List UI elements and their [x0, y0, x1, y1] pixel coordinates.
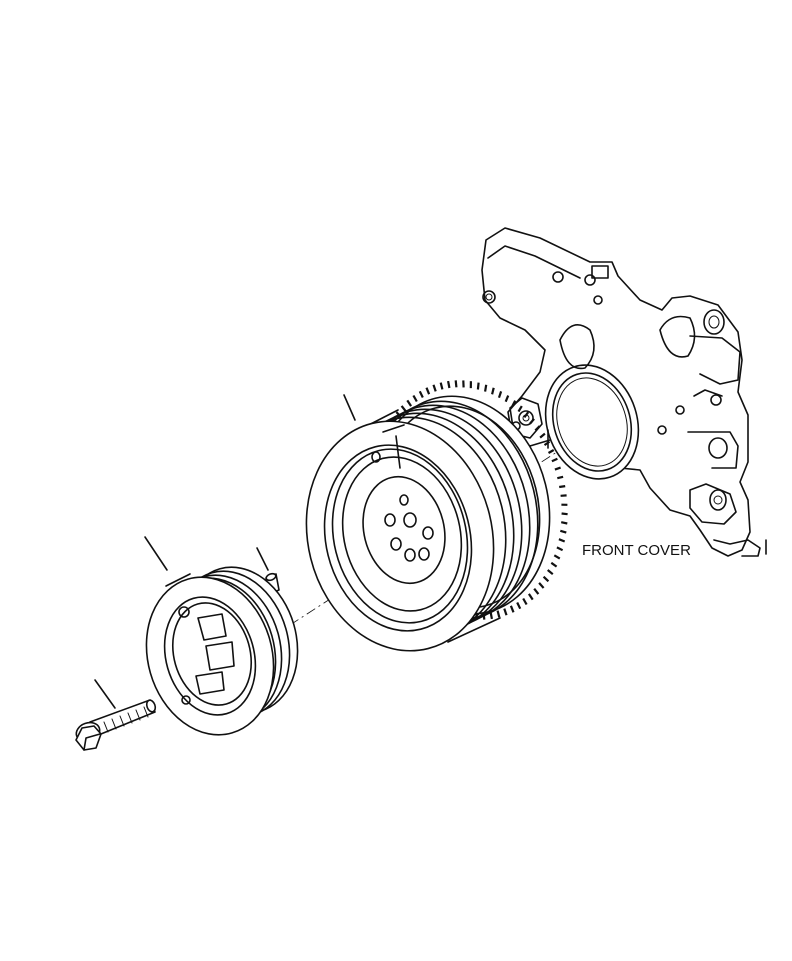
gear-tooth — [454, 380, 458, 388]
gear-tooth — [529, 418, 535, 425]
gear-tooth — [517, 405, 523, 413]
leader-lines — [94, 394, 356, 709]
gear-tooth — [418, 390, 424, 398]
gear-tooth — [511, 400, 517, 407]
gear-tooth — [400, 405, 407, 412]
gear-tooth — [534, 425, 541, 432]
gear-tooth — [523, 411, 530, 419]
gear-tooth — [496, 610, 501, 618]
pulley-bolt-part — [75, 699, 157, 751]
gear-tooth — [509, 605, 515, 613]
gear-tooth — [484, 384, 488, 392]
gear-tooth — [425, 387, 431, 395]
gear-tooth — [558, 538, 566, 543]
gear-tooth — [539, 432, 546, 439]
gear-tooth — [439, 382, 444, 390]
gear-tooth — [504, 395, 510, 403]
gear-tooth — [550, 561, 558, 568]
gear-tooth — [551, 457, 558, 463]
leader-damper — [343, 394, 356, 421]
gear-tooth — [527, 593, 534, 601]
leader-pulley — [144, 536, 168, 571]
gear-tooth — [497, 391, 503, 399]
gear-tooth — [557, 475, 564, 480]
gear-tooth — [559, 529, 567, 534]
gear-tooth — [543, 440, 551, 447]
gear-tooth — [533, 588, 540, 595]
gear-tooth — [556, 546, 564, 552]
gear-tooth — [447, 380, 451, 389]
crankshaft-damper-part — [305, 380, 568, 652]
gear-tooth — [476, 382, 480, 390]
gear-tooth — [559, 485, 566, 489]
gear-tooth — [542, 575, 550, 583]
gear-tooth — [553, 554, 561, 560]
gear-tooth — [516, 602, 522, 610]
gear-tooth — [406, 399, 413, 407]
crankshaft-pulley-part — [145, 566, 299, 736]
gear-tooth — [538, 582, 545, 589]
front-cover-label: FRONT COVER — [582, 542, 691, 559]
gear-tooth — [412, 394, 418, 403]
leader-bolt — [94, 679, 116, 709]
front-cover-part — [481, 227, 767, 557]
gear-tooth — [561, 512, 568, 516]
gear-tooth — [491, 387, 495, 395]
gear-tooth — [560, 521, 568, 525]
gear-tooth — [503, 608, 508, 616]
gear-tooth — [522, 597, 528, 606]
gear-tooth — [547, 449, 555, 454]
gear-tooth — [554, 466, 561, 471]
gear-tooth — [432, 384, 437, 392]
gear-tooth — [547, 569, 554, 576]
leader-pin — [256, 547, 269, 571]
